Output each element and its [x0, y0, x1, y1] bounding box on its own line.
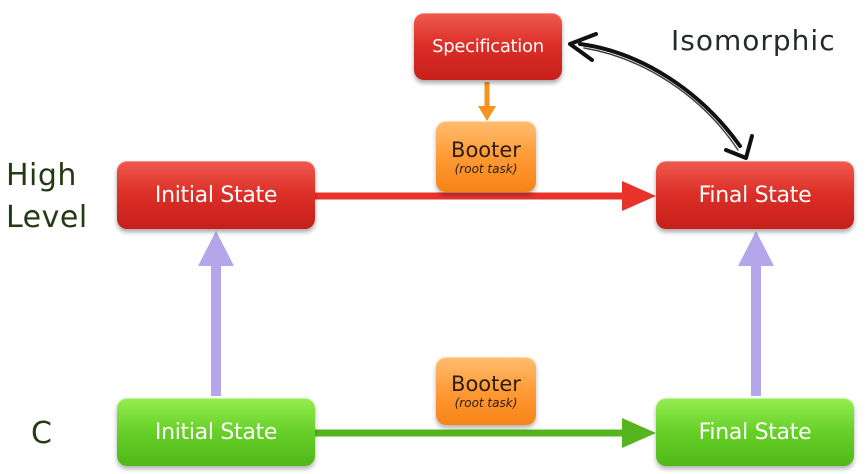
c-initial-state-box: Initial State — [117, 398, 315, 466]
booter-title: Booter — [451, 137, 521, 162]
booter-title: Booter — [451, 372, 521, 396]
c-final-state-box: Final State — [656, 398, 854, 466]
state-label: Final State — [698, 419, 812, 445]
arrow-isomorphic — [578, 42, 742, 148]
arrow-refine-right-head — [738, 231, 774, 266]
state-label: Initial State — [154, 419, 278, 445]
label-c: C — [31, 416, 53, 451]
label-isomorphic: Isomorphic — [671, 24, 836, 57]
booter-box-c: Booter (root task) — [436, 357, 536, 425]
high-initial-state-box: Initial State — [117, 161, 315, 229]
arrow-isomorphic-sketch — [583, 47, 739, 151]
specification-box: Specification — [414, 13, 562, 80]
arrow-isomorphic-head-end — [724, 134, 754, 160]
state-label: Initial State — [154, 182, 278, 208]
booter-subtitle: (root task) — [454, 396, 518, 410]
state-label: Final State — [698, 182, 812, 208]
arrow-high-transition-head — [622, 181, 656, 211]
arrow-spec-to-booter-head — [478, 106, 496, 121]
specification-label: Specification — [432, 36, 544, 57]
high-final-state-box: Final State — [656, 161, 854, 229]
label-level: Level — [6, 200, 88, 235]
booter-subtitle: (root task) — [454, 161, 518, 176]
arrow-refine-left-head — [198, 231, 234, 266]
booter-box-high: Booter (root task) — [436, 121, 536, 192]
arrow-isomorphic-head-start — [568, 32, 598, 62]
label-high: High — [6, 158, 77, 193]
arrow-c-transition-head — [622, 418, 656, 448]
